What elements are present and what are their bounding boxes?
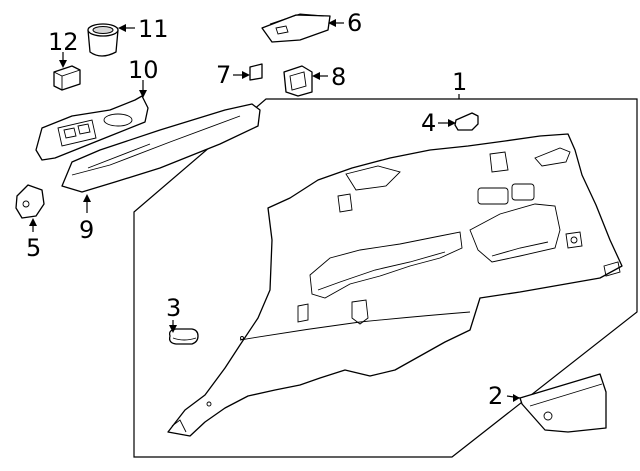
small-cover (249, 63, 263, 81)
lower-trim-cover (519, 373, 607, 433)
callout-1: 1 (452, 68, 467, 96)
callout-11: 11 (138, 15, 169, 43)
callout-7: 7 (216, 61, 231, 89)
clip (454, 112, 479, 131)
callout-8: 8 (331, 63, 346, 91)
callout-5: 5 (26, 234, 41, 262)
callout-2: 2 (488, 382, 503, 410)
assembly-frame (133, 98, 638, 458)
callout-9: 9 (79, 216, 94, 244)
bracket (15, 184, 45, 219)
cup (87, 23, 119, 57)
callout-4: 4 (421, 109, 436, 137)
tray (261, 13, 331, 43)
callout-labels: 1 2 3 4 5 6 7 8 9 10 11 12 (26, 9, 503, 410)
quarter-trim-panel (167, 133, 623, 437)
leader-lines (29, 19, 521, 402)
console (35, 95, 149, 161)
switch-housing (283, 65, 313, 97)
callout-3: 3 (166, 294, 181, 322)
callout-10: 10 (128, 56, 159, 84)
button (53, 65, 81, 91)
callout-6: 6 (347, 9, 362, 37)
callout-12: 12 (48, 28, 79, 56)
garnish (61, 103, 261, 193)
